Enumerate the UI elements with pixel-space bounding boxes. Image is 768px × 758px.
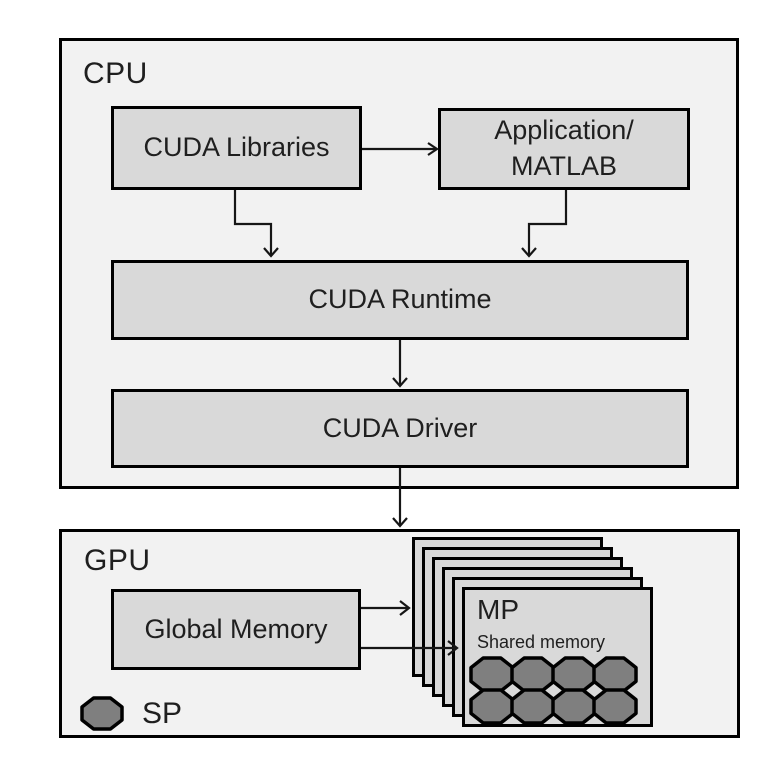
shared-memory-label: Shared memory <box>477 632 606 652</box>
octagon-icon <box>592 656 638 693</box>
application-label-line2: MATLAB <box>510 151 618 181</box>
cuda-libraries-box: CUDA Libraries <box>111 106 362 190</box>
octagon-icon <box>592 688 638 725</box>
gpu-label: GPU <box>84 544 151 577</box>
octagon-icon <box>510 656 556 693</box>
octagon-icon <box>551 656 597 693</box>
application-label-line1: Application/ <box>494 115 634 146</box>
cuda-driver-box: CUDA Driver <box>111 389 689 468</box>
octagon-icon <box>469 688 515 725</box>
application-matlab-box: Application/ MATLAB <box>438 108 690 190</box>
gpu-box: GPU Global Memory MP Shared memory SP <box>59 529 740 738</box>
global-memory-label: Global Memory <box>144 613 328 644</box>
cpu-box: CPU CUDA Libraries Application/ MATLAB C… <box>59 38 739 489</box>
octagon-icon <box>80 696 124 731</box>
global-memory-box: Global Memory <box>111 589 361 670</box>
sp-legend-label: SP <box>142 697 183 730</box>
octagon-icon <box>510 688 556 725</box>
cuda-runtime-box: CUDA Runtime <box>111 260 689 340</box>
octagon-icon <box>469 656 515 693</box>
sp-octagon-icon <box>80 696 124 731</box>
mp-front-card: MP Shared memory <box>462 587 653 727</box>
octagon-icon <box>551 688 597 725</box>
cuda-driver-label: CUDA Driver <box>322 412 478 443</box>
cuda-runtime-label: CUDA Runtime <box>308 284 492 315</box>
sp-core-grid <box>469 656 638 725</box>
cpu-label: CPU <box>83 57 148 90</box>
mp-title: MP <box>477 594 519 625</box>
cuda-libraries-label: CUDA Libraries <box>143 132 330 163</box>
